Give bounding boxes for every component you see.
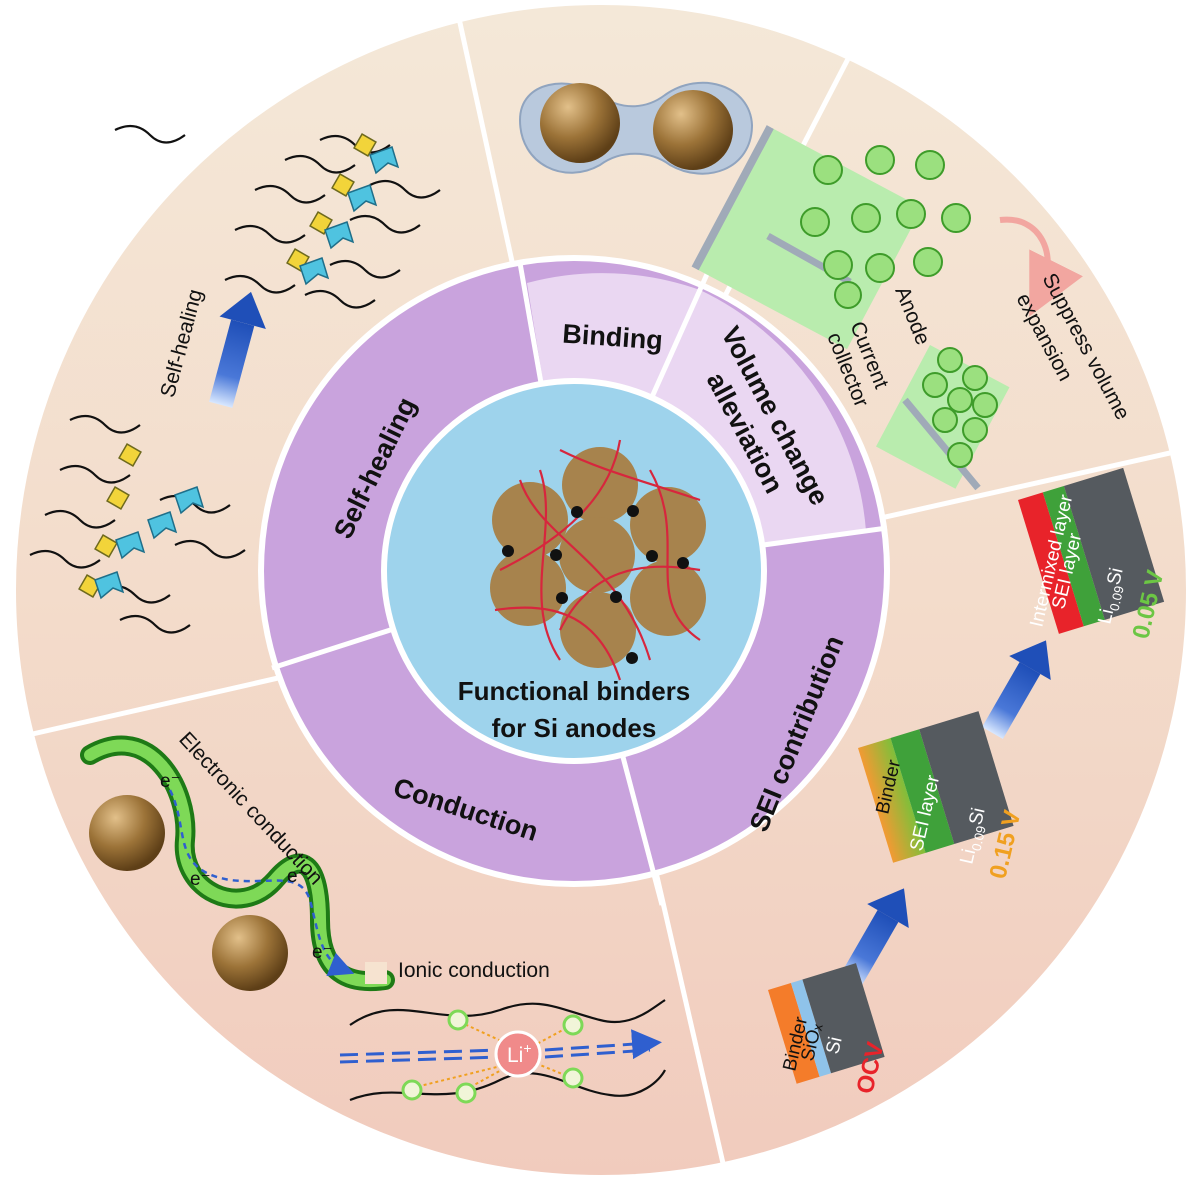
outer-border [14,3,1188,1177]
sei-stage1-si: Si [822,1035,846,1056]
ring-label-binding: Binding [561,319,663,356]
electron-label-1: e⁻ [160,771,181,792]
tube-end-cap [365,962,387,984]
binding-panel [518,81,754,175]
sei-stage2-lisi: Li0.09Si [956,806,992,867]
center-particle-cluster [490,439,706,681]
electron-label-3: e⁻ [287,866,308,887]
self-healing-panel: Self-healing [29,124,441,634]
li-ion-label: Li+ [507,1040,532,1067]
electron-label-4: e⁻ [312,942,333,963]
electron-label-2: e⁻ [190,869,211,890]
ionic-conduction-label: Ionic conduction [398,959,550,982]
center-title-line2: for Si anodes [492,713,657,743]
sei-stage3-lisi: Li0.09Si [1094,566,1130,627]
current-collector-bottom [902,397,981,491]
center-title-line1: Functional binders [458,676,691,706]
